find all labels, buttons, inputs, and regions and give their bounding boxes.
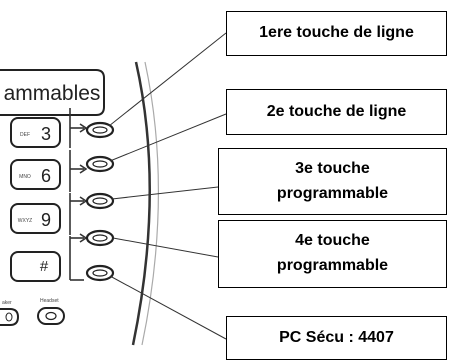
svg-text:MNO: MNO — [19, 174, 31, 180]
keypad-key[interactable]: DEF 3 — [10, 117, 61, 148]
line-key-2[interactable] — [85, 155, 115, 173]
programmable-key-3[interactable] — [85, 192, 115, 210]
leader-line — [111, 186, 219, 200]
svg-text:6: 6 — [41, 166, 51, 186]
leader-line — [108, 32, 227, 127]
svg-text:WXYZ: WXYZ — [18, 218, 32, 224]
svg-text:#: # — [40, 258, 49, 275]
callout-text: 3e touche — [295, 159, 370, 177]
keypad-key[interactable]: MNO 6 — [10, 159, 61, 190]
leader-line — [109, 275, 227, 340]
leader-line — [109, 113, 227, 162]
leader-line — [112, 237, 219, 258]
callout-programmable-key-3: 3e touche programmable — [218, 148, 447, 215]
callout-text: 2e touche de ligne — [266, 102, 407, 120]
callout-pc-secu: PC Sécu : 4407 — [226, 316, 447, 360]
svg-text:3: 3 — [41, 124, 51, 144]
speaker-key[interactable] — [0, 308, 20, 326]
programmable-key-5[interactable] — [85, 264, 115, 282]
callout-line-key-2: 2e touche de ligne — [226, 89, 447, 135]
svg-text:DEF: DEF — [20, 132, 30, 138]
label-panel-text: ammables — [4, 82, 101, 105]
svg-text:9: 9 — [41, 210, 51, 230]
callout-line-key-1: 1ere touche de ligne — [226, 11, 447, 56]
label-panel — [0, 69, 105, 116]
headset-key-label: Headset — [40, 298, 59, 304]
keypad-key[interactable]: # — [10, 251, 61, 282]
programmable-key-4[interactable] — [85, 229, 115, 247]
key-brackets — [69, 108, 88, 281]
callout-text: 4e touche — [295, 232, 370, 250]
phone-body-inner-edge — [141, 61, 159, 346]
callout-text: 1ere touche de ligne — [259, 24, 414, 42]
callout-text: PC Sécu : 4407 — [279, 328, 394, 346]
line-key-1[interactable] — [85, 121, 115, 139]
keypad-key[interactable]: WXYZ 9 — [10, 203, 61, 234]
headset-key[interactable] — [37, 307, 65, 325]
callout-programmable-key-4: 4e touche programmable — [218, 220, 447, 288]
callout-text: programmable — [276, 257, 389, 274]
leader-lines — [108, 32, 227, 340]
callout-text: programmable — [276, 184, 389, 202]
speaker-key-label: aker — [2, 300, 12, 306]
